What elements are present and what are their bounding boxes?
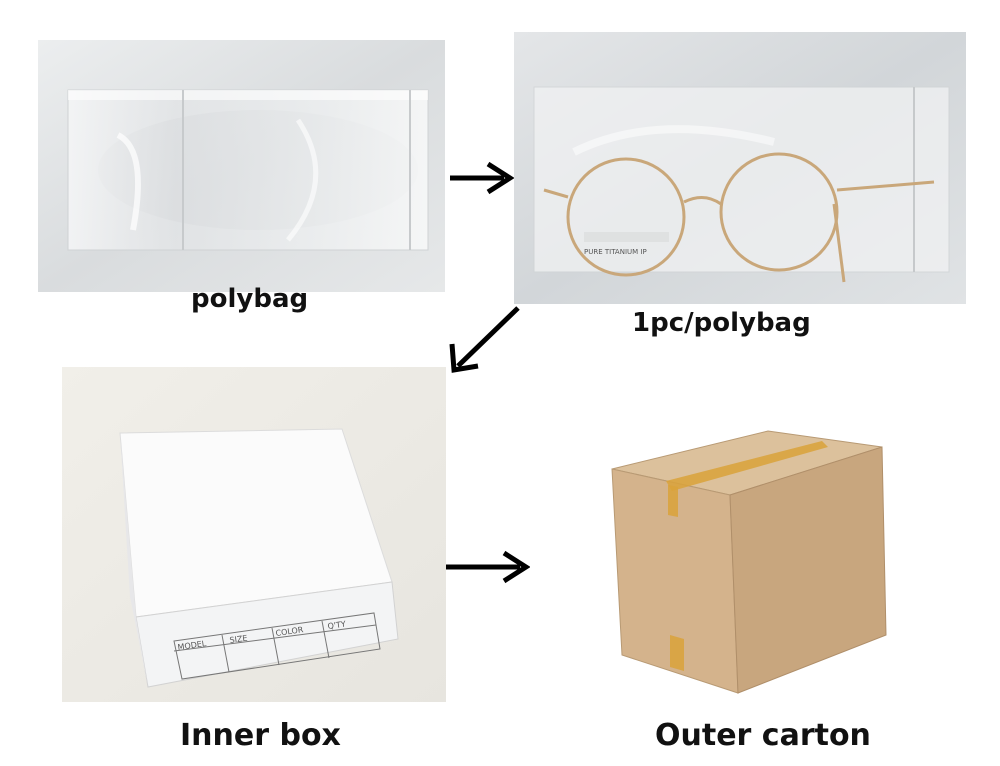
caption-outer-carton: Outer carton xyxy=(655,718,871,753)
caption-inner-box: Inner box xyxy=(180,718,341,753)
arrow-down-left-icon xyxy=(446,304,522,376)
outer-carton-photo xyxy=(600,425,890,700)
temple-engraving: PURE TITANIUM IP xyxy=(584,248,647,256)
caption-one-per-polybag: 1pc/polybag xyxy=(632,308,811,338)
arrow-right-icon xyxy=(448,160,514,196)
caption-polybag: polybag xyxy=(191,284,308,314)
empty-polybag-photo xyxy=(38,40,445,292)
arrow-right-icon xyxy=(444,549,530,585)
glasses-in-polybag-photo: PURE TITANIUM IP xyxy=(514,32,966,304)
inner-box-photo: MODEL SIZE COLOR Q'TY xyxy=(62,367,446,702)
